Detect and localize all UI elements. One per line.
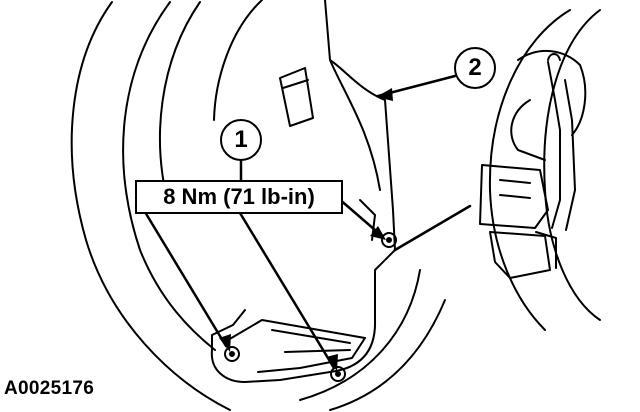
callout-1-circle: [220, 119, 262, 161]
fasteners: [224, 232, 397, 382]
callout-2-circle: [454, 47, 496, 89]
callout-2-number: 2: [468, 54, 482, 81]
brake-assembly: [479, 9, 601, 331]
arrowheads: [219, 88, 393, 371]
leader-lines: [143, 74, 472, 370]
callout-1-number: 1: [234, 126, 248, 153]
wheel-well-arcs: [70, 0, 446, 411]
splash-shield: [210, 0, 396, 383]
retaining-clip: [279, 67, 314, 127]
figure-id: A0025176: [4, 378, 95, 399]
torque-spec-label: 8 Nm (71 lb-in): [135, 180, 343, 214]
